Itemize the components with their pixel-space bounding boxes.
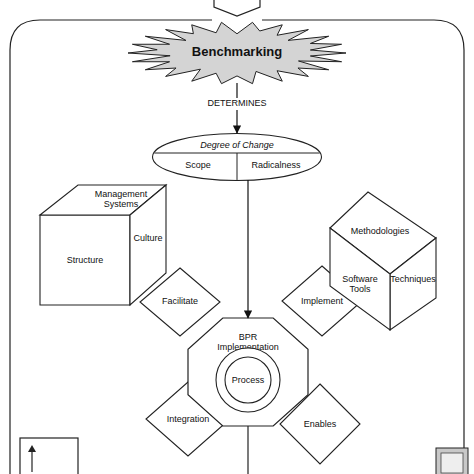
- degree-ellipse: Degree of ChangeScope Radicalness: [152, 133, 322, 181]
- edge-label: DETERMINES: [206, 98, 269, 110]
- up-arrow-line: [31, 450, 32, 472]
- process-circle: Process: [215, 347, 281, 413]
- top-chevron: [214, 0, 260, 16]
- benchmark-starburst: Benchmarking: [128, 22, 346, 84]
- arm-label: Facilitate: [140, 296, 220, 306]
- face-label: Structure: [42, 255, 128, 265]
- degree-label: Degree of Change: [187, 140, 287, 150]
- bpr-octagon: BPR ImplementationProcess: [188, 318, 308, 426]
- scope-label: Scope: [162, 160, 234, 170]
- computer-monitor: [436, 448, 468, 474]
- organization-cube-outline: [38, 183, 168, 308]
- organization-cube: Management SystemsCultureStructure: [38, 183, 168, 308]
- face-label: Culture: [130, 233, 166, 243]
- arm-label: Enables: [280, 419, 360, 429]
- down-line: [247, 426, 248, 474]
- face-label: Methodologies: [340, 226, 420, 236]
- outer-frame: [10, 20, 464, 474]
- benchmark-label: Benchmarking: [128, 45, 346, 60]
- face-label: Management Systems: [83, 189, 159, 209]
- computer-screen: [441, 453, 463, 473]
- flow-arrow: [247, 180, 248, 318]
- process-label: Process: [215, 375, 281, 385]
- bottom-box: [20, 438, 78, 474]
- face-label: Techniques: [390, 274, 436, 284]
- up-arrow-head: [28, 445, 36, 452]
- radicalness-label: Radicalness: [240, 160, 312, 170]
- face-label: Software Tools: [332, 274, 388, 294]
- tools-cube: MethodologiesTechniquesSoftware Tools: [328, 188, 448, 333]
- tools-cube-outline: [328, 188, 448, 333]
